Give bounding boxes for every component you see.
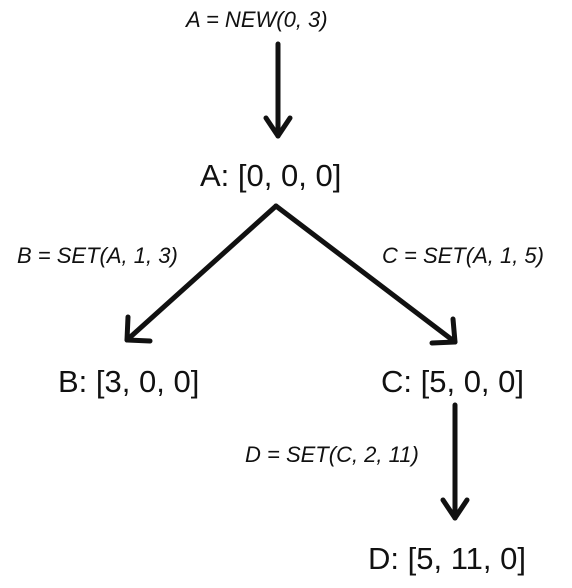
set-d-operation-label: D = SET(C, 2, 11) <box>245 442 419 467</box>
set-b-operation-label: B = SET(A, 1, 3) <box>17 243 178 268</box>
new-operation-label: A = NEW(0, 3) <box>186 7 328 32</box>
set-c-operation-label: C = SET(A, 1, 5) <box>382 243 544 268</box>
arrow-a-to-b <box>124 203 279 344</box>
arrow-a-to-c <box>273 203 458 346</box>
node-b-array-state: B: [3, 0, 0] <box>58 364 200 399</box>
node-d-array-state: D: [5, 11, 0] <box>368 541 526 576</box>
node-a-array-state: A: [0, 0, 0] <box>200 158 342 193</box>
arrow-c-to-d <box>440 402 470 521</box>
node-c-array-state: C: [5, 0, 0] <box>381 364 525 399</box>
arrow-new-to-a <box>263 41 293 139</box>
